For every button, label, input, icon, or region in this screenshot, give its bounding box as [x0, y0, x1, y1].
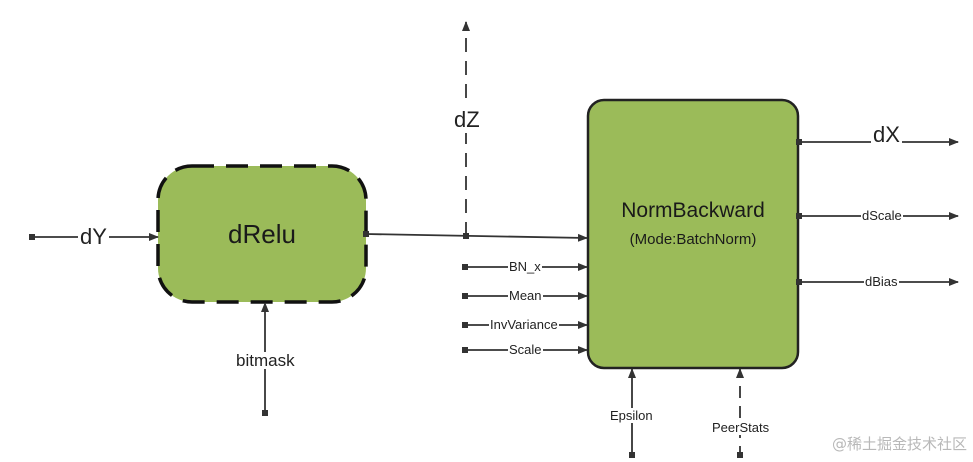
normbackward-box: [586, 98, 800, 370]
dbias-label: dBias: [864, 274, 899, 289]
bn-x-label: BN_x: [508, 259, 542, 274]
normbackward-node: NormBackward (Mode:BatchNorm): [588, 100, 798, 368]
invvariance-label: InvVariance: [489, 317, 559, 332]
bitmask-terminal: [262, 410, 268, 416]
dscale-terminal: [796, 213, 802, 219]
drelu-out-terminal: [363, 231, 369, 237]
epsilon-label: Epsilon: [609, 408, 654, 423]
mean-label: Mean: [508, 288, 543, 303]
normbackward-title: NormBackward: [621, 199, 765, 222]
dscale-label: dScale: [861, 208, 903, 223]
dx-terminal: [796, 139, 802, 145]
watermark: @稀土掘金技术社区: [831, 435, 967, 453]
dx-label: dX: [871, 122, 902, 147]
dy-terminal: [29, 234, 35, 240]
drelu-to-normbackward-edge: [365, 233, 588, 242]
drelu-label: dRelu: [228, 218, 296, 249]
epsilon-terminal: [629, 452, 635, 458]
bitmask-label: bitmask: [234, 351, 297, 370]
scale-label: Scale: [508, 342, 543, 357]
invvariance-terminal: [462, 322, 468, 328]
dz-label: dZ: [452, 107, 482, 133]
peerstats-label: PeerStats: [711, 420, 771, 435]
dz-terminal: [463, 233, 469, 239]
dy-label: dY: [78, 224, 109, 249]
bn-x-terminal: [462, 264, 468, 270]
drelu-node: dRelu: [158, 166, 366, 302]
dbias-terminal: [796, 279, 802, 285]
mean-terminal: [462, 293, 468, 299]
scale-terminal: [462, 347, 468, 353]
normbackward-subtitle: (Mode:BatchNorm): [629, 231, 757, 248]
peerstats-terminal: [737, 452, 743, 458]
